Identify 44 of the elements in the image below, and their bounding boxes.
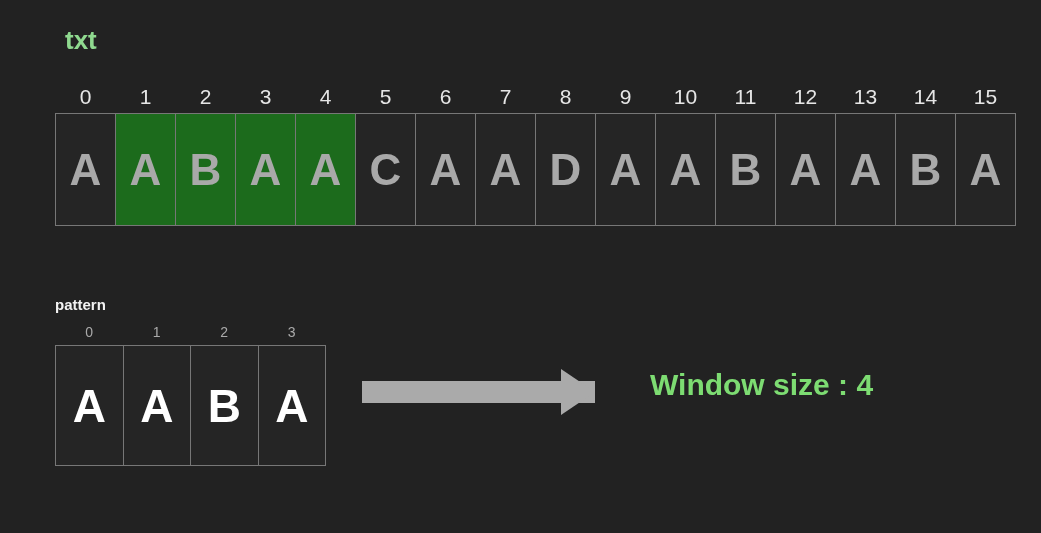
index-number: 2 [198, 85, 213, 109]
array-cell: A [655, 113, 716, 226]
array-cell: A [835, 113, 896, 226]
array-cell: A [775, 113, 836, 226]
array-name: txt [65, 25, 97, 56]
array-cell: A [55, 345, 124, 466]
index-number: 6 [438, 85, 453, 109]
index-number: 1 [151, 324, 162, 340]
array-cell: D [535, 113, 596, 226]
array-cell: A [595, 113, 656, 226]
array-cell: A [55, 113, 116, 226]
index-number: 11 [733, 85, 758, 109]
index-number: 15 [972, 85, 999, 109]
index-number: 13 [852, 85, 879, 109]
index-number: 1 [138, 85, 153, 109]
index-number: 9 [618, 85, 633, 109]
index-number: 4 [318, 85, 333, 109]
array-cell: A [295, 113, 356, 226]
index-number: 3 [258, 85, 273, 109]
index-number: 10 [672, 85, 699, 109]
index-number: 0 [84, 324, 95, 340]
index-number: 8 [558, 85, 573, 109]
window-size-text: Window size : 4 [650, 368, 874, 402]
array-cell: B [175, 113, 236, 226]
array-cell: B [895, 113, 956, 226]
index-number: 12 [792, 85, 819, 109]
array-name: pattern [55, 296, 106, 313]
arrow [362, 369, 595, 415]
index-number: 5 [378, 85, 393, 109]
array-cell: A [122, 345, 191, 466]
index-number: 14 [912, 85, 939, 109]
array-cell: B [715, 113, 776, 226]
index-number: 7 [498, 85, 513, 109]
array-cell: A [235, 113, 296, 226]
array-cell: A [115, 113, 176, 226]
index-number: 2 [219, 324, 230, 340]
array-cell: A [955, 113, 1016, 226]
index-number: 0 [78, 85, 93, 109]
array-cell: A [257, 345, 326, 466]
array-cell: C [355, 113, 416, 226]
array-cell: B [190, 345, 259, 466]
index-number: 3 [286, 324, 297, 340]
array-cell: A [475, 113, 536, 226]
array-cell: A [415, 113, 476, 226]
